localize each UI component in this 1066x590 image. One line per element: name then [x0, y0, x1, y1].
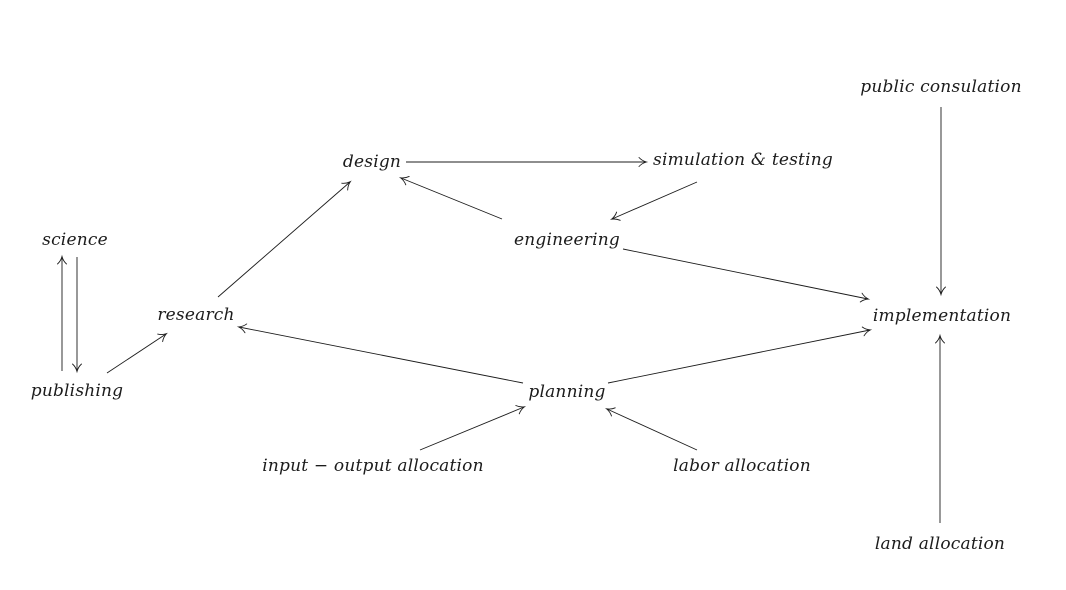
edge-publishing-to-research	[106, 332, 168, 374]
node-science: science	[40, 229, 110, 251]
node-planning: planning	[526, 381, 608, 403]
edge-labor-allocation-to-planning	[604, 407, 698, 451]
edge-planning-to-implementation	[607, 326, 873, 384]
node-publishing: publishing	[28, 380, 126, 402]
node-public-consulation: public consulation	[858, 76, 1024, 98]
edge-research-to-design	[217, 180, 352, 298]
node-engineering: engineering	[512, 229, 622, 251]
diagram-edges	[57, 107, 946, 523]
node-labor-allocation: labor allocation	[671, 455, 813, 477]
node-simulation-testing: simulation & testing	[651, 149, 835, 171]
edge-planning-to-research	[236, 323, 524, 384]
node-design: design	[340, 151, 404, 173]
node-land-allocation: land allocation	[872, 533, 1008, 555]
edge-simulation-testing-to-engineering	[609, 181, 698, 221]
edge-engineering-to-design	[398, 176, 503, 220]
edge-input-output-allocation-to-planning	[419, 405, 527, 451]
node-implementation: implementation	[870, 305, 1014, 327]
edge-engineering-to-implementation	[622, 248, 871, 303]
node-input-output-allocation: input − output allocation	[260, 455, 486, 477]
node-research: research	[155, 304, 237, 326]
